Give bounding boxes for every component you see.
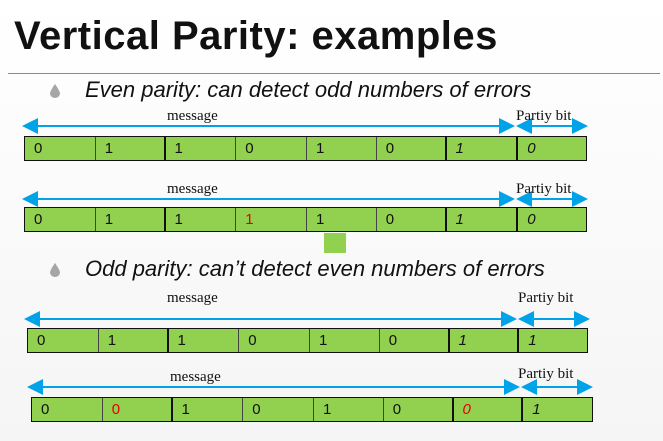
bit-cell: 0 — [32, 398, 103, 421]
message-label: message — [167, 181, 218, 197]
bit-cell: 1 — [236, 208, 307, 231]
bit-cell: 0 — [25, 137, 96, 160]
bit-cell: 1 — [450, 329, 520, 352]
bit-cell: 0 — [377, 137, 447, 160]
bit-cell: 1 — [96, 137, 166, 160]
page-title: Vertical Parity: examples — [14, 14, 498, 58]
bullet-even-parity: Even parity: can detect odd numbers of e… — [85, 77, 532, 102]
bullet-odd-parity: Odd parity: can’t detect even numbers of… — [85, 256, 545, 281]
green-square — [324, 233, 346, 253]
parity-label: Partiy bit — [516, 108, 572, 124]
bit-cell: 1 — [307, 208, 377, 231]
parity-label: Partiy bit — [516, 181, 572, 197]
bit-cell: 0 — [527, 140, 536, 157]
bit-cell: 0 — [25, 208, 96, 231]
bit-cell: 1 — [528, 332, 537, 349]
bit-cell: 0 — [454, 398, 524, 421]
bit-cell: 1 — [447, 137, 519, 160]
bit-cell: 1 — [307, 137, 377, 160]
bit-cell: 1 — [99, 329, 169, 352]
bit-cell: 0 — [28, 329, 99, 352]
bit-cell: 0 — [239, 329, 310, 352]
bit-cell: 1 — [310, 329, 380, 352]
parity-label: Partiy bit — [518, 290, 574, 306]
bit-cell: 0 — [384, 398, 454, 421]
bit-cell: 1 — [96, 208, 166, 231]
bit-cell: 1 — [169, 329, 240, 352]
bit-cell: 1 — [166, 137, 237, 160]
message-label: message — [167, 290, 218, 306]
bit-cell: 0 — [243, 398, 314, 421]
message-label: message — [170, 369, 221, 385]
bullet-drop-icon — [50, 263, 60, 277]
bit-cell: 1 — [532, 401, 541, 418]
bit-cell: 1 — [314, 398, 384, 421]
bit-cell: 0 — [380, 329, 450, 352]
bit-cell: 1 — [447, 208, 519, 231]
bit-cell: 1 — [166, 208, 237, 231]
bit-cell: 0 — [103, 398, 173, 421]
bit-cell: 0 — [527, 211, 536, 228]
title-divider — [8, 73, 660, 74]
bit-cell: 0 — [377, 208, 447, 231]
message-label: message — [167, 108, 218, 124]
bit-cell: 1 — [173, 398, 244, 421]
bullet-drop-icon — [50, 84, 60, 98]
bit-cell: 0 — [236, 137, 307, 160]
parity-label: Partiy bit — [518, 366, 574, 382]
